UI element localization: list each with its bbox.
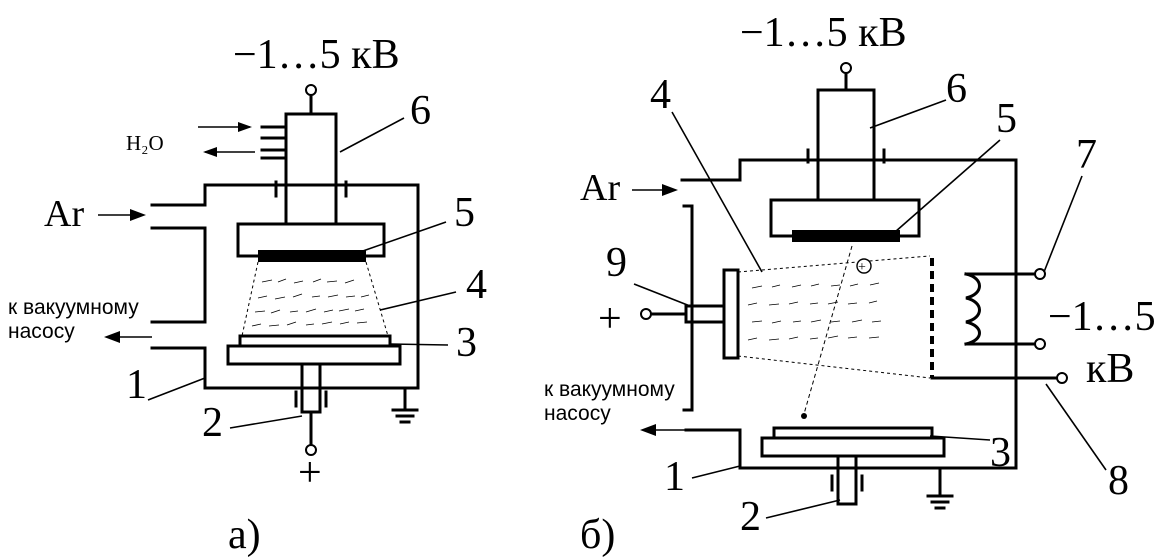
leader-6b xyxy=(869,99,947,129)
coil-leads-7 xyxy=(964,272,1036,346)
voltage-label-b-right: −1…5 xyxy=(1048,294,1156,340)
ion-impact-dot xyxy=(801,413,807,419)
pump-label-a-line2: насосу xyxy=(8,320,75,343)
pump-label-b-line1: к вакуумному xyxy=(544,378,675,401)
pump-label-a-line1: к вакуумному xyxy=(8,296,139,319)
water-in-arrow-icon xyxy=(238,122,252,132)
num-2b: 2 xyxy=(740,494,761,540)
num-8b: 8 xyxy=(1108,458,1129,504)
leader-4a xyxy=(379,291,457,311)
diagram-a: −1…5 кВ H₂O Ar к вакуумному насосу + а) … xyxy=(8,32,487,558)
voltage-label-a: −1…5 кВ xyxy=(233,32,400,78)
leader-2b xyxy=(765,499,841,519)
substrate-holder-b xyxy=(760,436,946,458)
num-4b: 4 xyxy=(650,72,671,118)
chamber-a-inner-wall xyxy=(150,226,207,324)
chamber-a-wall xyxy=(150,183,420,390)
plasma-texture-b xyxy=(747,282,882,341)
plus-label-a: + xyxy=(298,450,322,496)
plasma-a xyxy=(241,261,389,337)
num-1a: 1 xyxy=(126,362,147,408)
terminal-a-top xyxy=(305,84,317,96)
voltage-unit-b-right: кВ xyxy=(1086,346,1134,392)
caption-a: а) xyxy=(228,512,261,558)
cathode-9-plate xyxy=(722,268,740,360)
num-4a: 4 xyxy=(466,262,487,308)
plus-label-b: + xyxy=(598,296,622,342)
num-2a: 2 xyxy=(202,400,223,446)
ion-trajectory xyxy=(803,245,853,415)
num-3b: 3 xyxy=(990,430,1011,476)
leader-9b xyxy=(633,283,691,307)
water-label: H₂O xyxy=(126,131,164,155)
cathode-flange-a xyxy=(274,180,348,198)
ion-sign: + xyxy=(858,260,866,275)
gas-arrow-icon-b xyxy=(662,184,678,196)
terminal-7-top xyxy=(1034,268,1046,280)
leader-5a xyxy=(359,221,447,253)
leader-8b xyxy=(1045,383,1107,471)
num-9b: 9 xyxy=(606,240,627,286)
voltage-label-b-top: −1…5 кВ xyxy=(740,10,907,56)
num-5b: 5 xyxy=(996,96,1017,142)
num-7b: 7 xyxy=(1076,132,1097,178)
terminal-7-bottom xyxy=(1034,338,1046,350)
target-b xyxy=(792,230,900,242)
num-3a: 3 xyxy=(456,320,477,366)
ground-b xyxy=(926,466,954,510)
gas-arrow-icon-a xyxy=(130,209,146,221)
substrate-holder-a xyxy=(226,344,402,366)
water-pipes-a xyxy=(260,125,288,160)
num-6a: 6 xyxy=(410,88,431,134)
ion-icon xyxy=(856,258,872,274)
leader-6a xyxy=(339,117,405,153)
anode-flange-b xyxy=(830,474,864,492)
target-a xyxy=(258,250,366,262)
cathode-holder-b xyxy=(816,88,876,202)
plasma-b xyxy=(737,255,931,379)
pump-label-b-line2: насосу xyxy=(544,402,611,425)
gas-label-a: Ar xyxy=(44,193,84,235)
leader-3a xyxy=(389,343,449,346)
pump-arrow-icon-b xyxy=(640,424,656,436)
chamber-b-left-wall xyxy=(682,204,694,412)
pump-arrow-icon-a xyxy=(104,331,120,343)
gas-label-b: Ar xyxy=(580,167,620,209)
leader-3b xyxy=(929,435,991,441)
anode-flange-a xyxy=(294,390,328,408)
chamber-b-wall xyxy=(680,158,1018,470)
plasma-texture-a xyxy=(251,278,370,327)
coil-7 xyxy=(964,272,981,346)
terminal-9 xyxy=(640,308,652,320)
ground-a xyxy=(391,386,419,424)
leader-4b xyxy=(671,111,763,273)
leader-5b xyxy=(894,139,1001,233)
caption-b: б) xyxy=(580,512,615,558)
cathode-holder-a xyxy=(284,112,338,226)
water-out-arrow-icon xyxy=(203,147,217,157)
anode-stem-b xyxy=(836,454,858,506)
terminal-b-top xyxy=(840,62,852,74)
leader-7b xyxy=(1043,175,1083,273)
num-5a: 5 xyxy=(454,190,475,236)
leader-2a xyxy=(229,415,303,429)
terminal-a-bottom xyxy=(305,444,317,456)
cathode-flange-b xyxy=(806,148,886,164)
num-6b: 6 xyxy=(946,66,967,112)
diagram-b: + −1…5 кВ Ar + к вакуумному насосу −1…5 … xyxy=(544,10,1156,558)
leader-1b xyxy=(691,465,741,479)
num-1b: 1 xyxy=(664,454,685,500)
terminal-8 xyxy=(1056,372,1068,384)
leader-1a xyxy=(147,377,206,401)
